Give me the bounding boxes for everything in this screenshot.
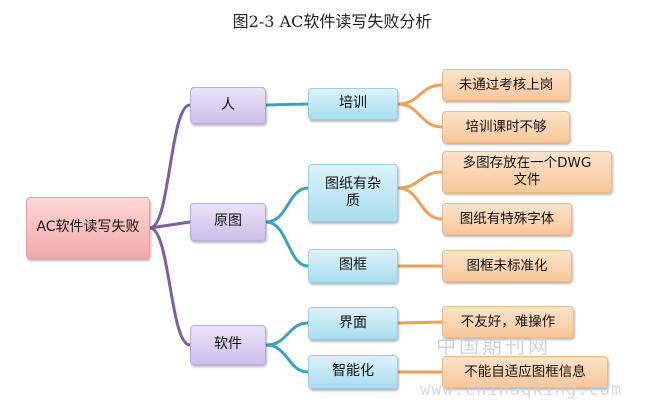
link-root-person [149, 103, 191, 230]
cause-training: 培训 [308, 88, 398, 120]
link-software-smart [265, 343, 309, 374]
link-ui-1 [397, 320, 443, 325]
link-root-software [149, 226, 191, 347]
link-training-2 [397, 102, 443, 129]
root-node: AC软件读写失败 [26, 197, 150, 259]
watermark-url: www.chinaqking.com [420, 380, 623, 400]
cause-drawing-impurity: 图纸有杂质 [308, 164, 398, 222]
link-training-1 [397, 83, 443, 106]
diagram-title: 图2-3 AC软件读写失败分析 [232, 12, 432, 31]
link-impurity-1 [397, 170, 443, 190]
detail-unfriendly-ui: 不友好，难操作 [442, 306, 574, 338]
link-drawing-frame [265, 220, 309, 268]
link-software-ui [265, 321, 309, 347]
detail-insufficient-training-hours: 培训课时不够 [442, 111, 570, 143]
detail-no-frame-adaptation: 不能自适应图框信息 [442, 356, 608, 388]
link-drawing-impurity [265, 186, 309, 224]
detail-multiple-drawings-one-file: 多图存放在一个DWG文件 [442, 151, 612, 193]
link-person-training [265, 102, 309, 107]
cause-intelligence: 智能化 [308, 355, 398, 389]
link-impurity-2 [397, 186, 443, 221]
detail-frame-not-standardized: 图框未标准化 [442, 250, 572, 282]
cause-drawing-frame: 图框 [308, 249, 398, 283]
detail-special-fonts: 图纸有特殊字体 [442, 203, 572, 235]
cause-interface: 界面 [308, 307, 398, 340]
category-software: 软件 [190, 325, 266, 365]
category-original-drawing: 原图 [190, 203, 266, 241]
watermark-cn: 中国期刊网 [436, 334, 551, 358]
detail-not-certified: 未通过考核上岗 [442, 69, 570, 101]
link-root-drawing [149, 220, 191, 230]
category-person: 人 [190, 87, 266, 124]
